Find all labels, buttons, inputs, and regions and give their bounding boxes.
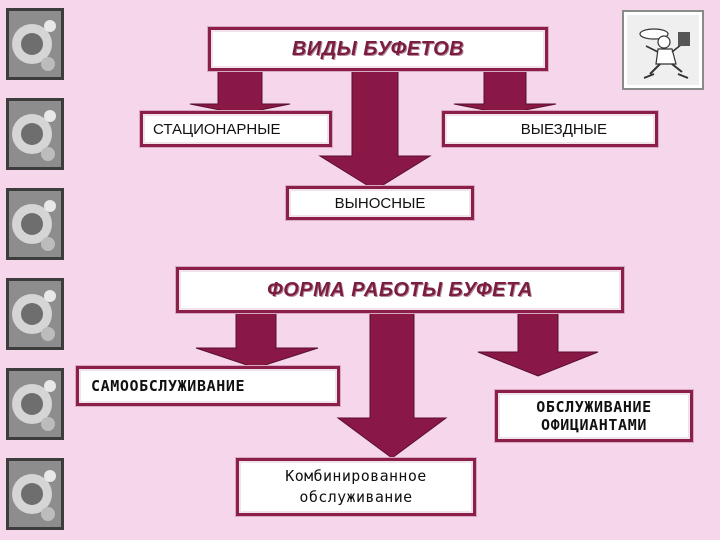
work-form-title-box: ФОРМА РАБОТЫ БУФЕТА: [176, 267, 624, 313]
dish-photo-icon: [6, 368, 64, 440]
arrow-to-waiter: [477, 311, 599, 377]
arrow-to-combined: [336, 311, 448, 459]
work-form-title: ФОРМА РАБОТЫ БУФЕТА: [267, 278, 533, 301]
arrow-to-field: [453, 69, 557, 115]
combined-service-line1: Комбинированное: [285, 467, 427, 485]
dish-photo-icon: [6, 188, 64, 260]
combined-service-line2: обслуживание: [299, 488, 413, 506]
waiter-service-line1: ОБСЛУЖИВАНИЕ: [536, 398, 652, 416]
stationary-label: СТАЦИОНАРНЫЕ: [153, 120, 281, 138]
waiter-service-box: ОБСЛУЖИВАНИЕ ОФИЦИАНТАМИ: [495, 390, 693, 442]
types-title-box: ВИДЫ БУФЕТОВ: [208, 27, 548, 71]
dish-photo-icon: [6, 98, 64, 170]
carryout-label: ВЫНОСНЫЕ: [334, 194, 426, 212]
self-service-label: САМООБСЛУЖИВАНИЕ: [91, 377, 246, 395]
field-box: ВЫЕЗДНЫЕ: [442, 111, 658, 147]
arrow-to-stationary: [189, 69, 291, 115]
waiter-service-line2: ОФИЦИАНТАМИ: [541, 416, 647, 434]
self-service-box: САМООБСЛУЖИВАНИЕ: [76, 366, 340, 406]
arrow-to-self-service: [195, 311, 319, 369]
dish-photo-icon: [6, 458, 64, 530]
chef-running-icon: [622, 10, 704, 90]
carryout-box: ВЫНОСНЫЕ: [286, 186, 474, 220]
stationary-box: СТАЦИОНАРНЫЕ: [140, 111, 332, 147]
arrow-to-carryout: [318, 69, 432, 191]
field-label: ВЫЕЗДНЫЕ: [520, 120, 607, 138]
dish-photo-icon: [6, 8, 64, 80]
combined-service-box: Комбинированное обслуживание: [236, 458, 476, 516]
dish-photo-icon: [6, 278, 64, 350]
types-title: ВИДЫ БУФЕТОВ: [291, 37, 465, 60]
